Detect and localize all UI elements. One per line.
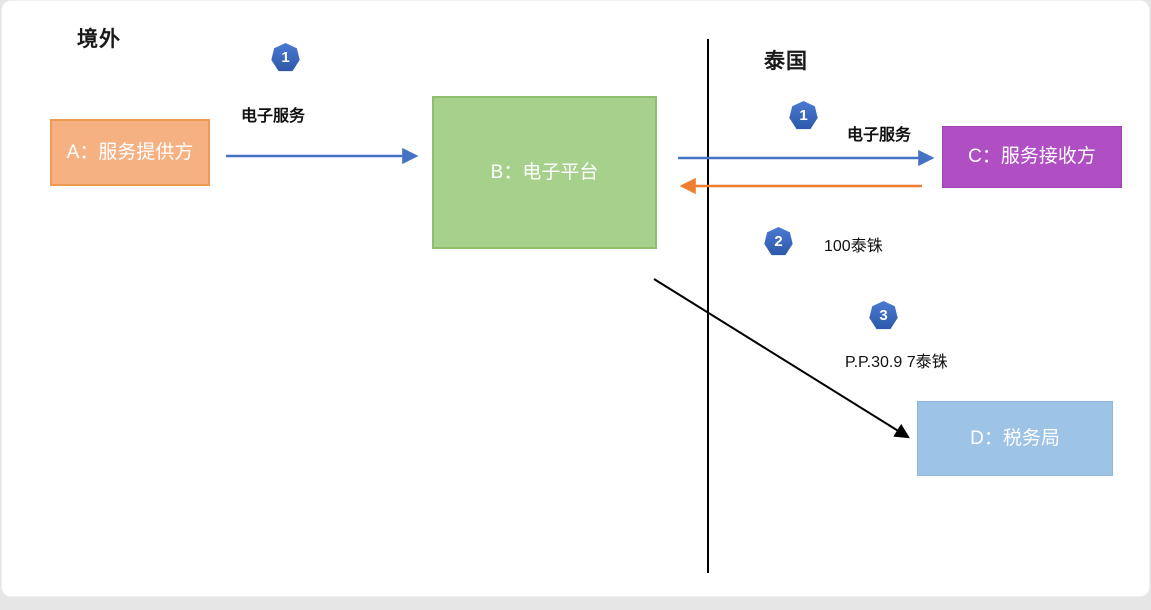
step-badge-1-left: 1	[271, 43, 300, 72]
node-electronic-platform: B：电子平台	[432, 96, 657, 249]
flow-label-pp30-9-7-baht: P.P.30.9 7泰铢	[845, 354, 948, 371]
node-tax-bureau-label: D：税务局	[970, 427, 1060, 449]
flow-label-eservice-left: 电子服务	[241, 108, 306, 125]
region-label-thailand: 泰国	[764, 50, 808, 73]
node-service-provider-label: A：服务提供方	[66, 141, 194, 163]
region-label-overseas: 境外	[77, 28, 121, 51]
node-electronic-platform-label: B：电子平台	[490, 161, 599, 183]
step-badge-1-right: 1	[789, 101, 818, 130]
node-tax-bureau: D：税务局	[917, 401, 1113, 476]
node-service-receiver-label: C：服务接收方	[968, 146, 1096, 168]
flow-label-100-baht: 100泰铢	[824, 238, 883, 255]
node-service-receiver: C：服务接收方	[942, 126, 1122, 188]
connector-layer	[226, 39, 935, 573]
diagram-canvas: 境外 泰国 A：服务提供方 B：电子平台 C：服务接收方 D：税务局 1 1 2…	[1, 0, 1150, 597]
flow-label-eservice-right: 电子服务	[847, 127, 912, 144]
step-badge-2: 2	[764, 227, 793, 256]
step-badge-3: 3	[869, 301, 898, 330]
node-service-provider: A：服务提供方	[50, 119, 210, 186]
